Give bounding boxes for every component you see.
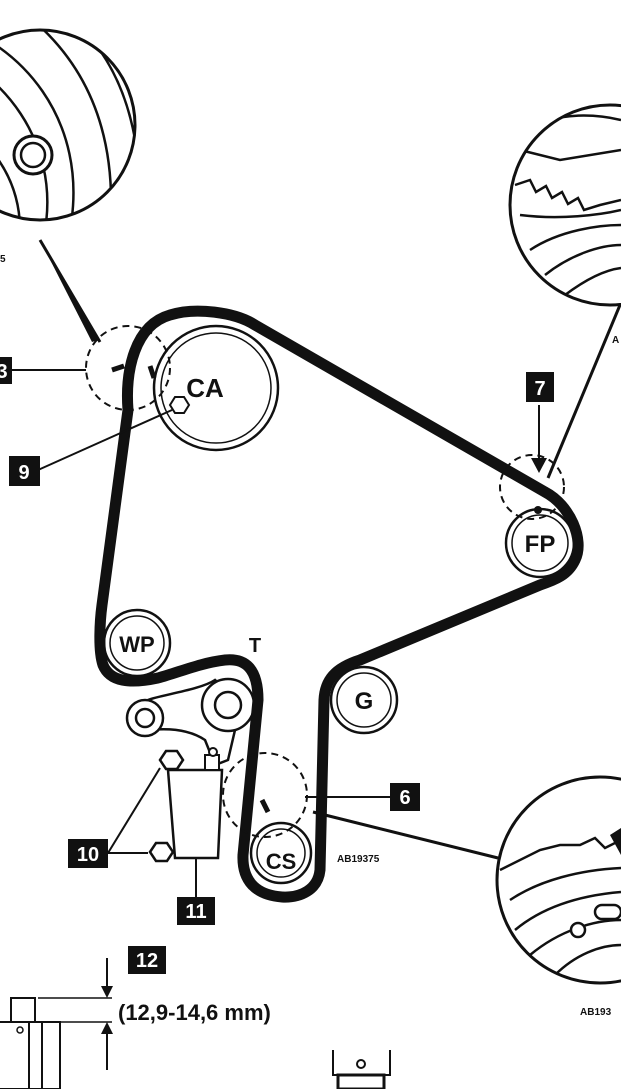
ref-main: AB19375 xyxy=(337,854,380,865)
inspection-circle-7 xyxy=(499,454,565,520)
callout-9: 9 xyxy=(9,409,173,486)
svg-text:12: 12 xyxy=(136,950,158,972)
detail-circle-top-right: A xyxy=(508,103,621,346)
crankshaft-label: CS xyxy=(266,849,297,874)
detail-circle-bottom-right: AB193 xyxy=(495,775,621,1018)
callout-10: 10 xyxy=(68,767,161,868)
guide-label: G xyxy=(355,688,374,715)
tensioner-label: T xyxy=(249,635,261,657)
tensioner-assembly: T xyxy=(125,635,261,863)
svg-text:10: 10 xyxy=(77,844,99,866)
svg-text:9: 9 xyxy=(18,462,29,484)
svg-text:3: 3 xyxy=(0,361,8,383)
measurement-value: (12,9-14,6 mm) xyxy=(118,1000,271,1025)
water-pump-label: WP xyxy=(119,632,154,657)
svg-text:7: 7 xyxy=(534,378,545,400)
callout-3: 3 xyxy=(0,357,86,384)
callout-7: 7 xyxy=(526,372,554,402)
component-fragment xyxy=(332,1050,391,1089)
arrow-icon xyxy=(531,458,547,473)
ref-top-left: 5 xyxy=(0,254,6,265)
leader-line xyxy=(312,810,499,860)
fuel-pump-label: FP xyxy=(525,531,556,558)
callout-11: 11 xyxy=(177,858,215,925)
inspection-circle-3 xyxy=(85,325,171,411)
timing-mark xyxy=(147,365,157,379)
fuel-pump-pulley: FP xyxy=(504,507,576,579)
timing-mark xyxy=(111,363,125,373)
ref-top-right: A xyxy=(612,335,619,346)
callout-6: 6 xyxy=(305,783,420,811)
leader-line xyxy=(38,239,102,343)
guide-pulley: G xyxy=(329,665,399,735)
leader-line xyxy=(546,304,621,479)
timing-belt xyxy=(94,305,584,903)
timing-mark xyxy=(259,798,271,814)
callout-12: 12 xyxy=(128,946,166,974)
svg-text:6: 6 xyxy=(399,787,410,809)
water-pump-pulley: WP xyxy=(102,608,172,678)
measurement-gauge: (12,9-14,6 mm) xyxy=(0,958,271,1089)
svg-text:11: 11 xyxy=(185,901,206,923)
inspection-circle-6 xyxy=(222,752,308,838)
camshaft-pulley: CA xyxy=(152,324,280,452)
detail-circle-top-left: 5 xyxy=(0,28,137,265)
crankshaft-pulley: CS xyxy=(249,821,313,885)
camshaft-label: CA xyxy=(186,373,224,403)
timing-mark xyxy=(534,506,542,514)
ref-bottom-right: AB193 xyxy=(580,1007,612,1018)
